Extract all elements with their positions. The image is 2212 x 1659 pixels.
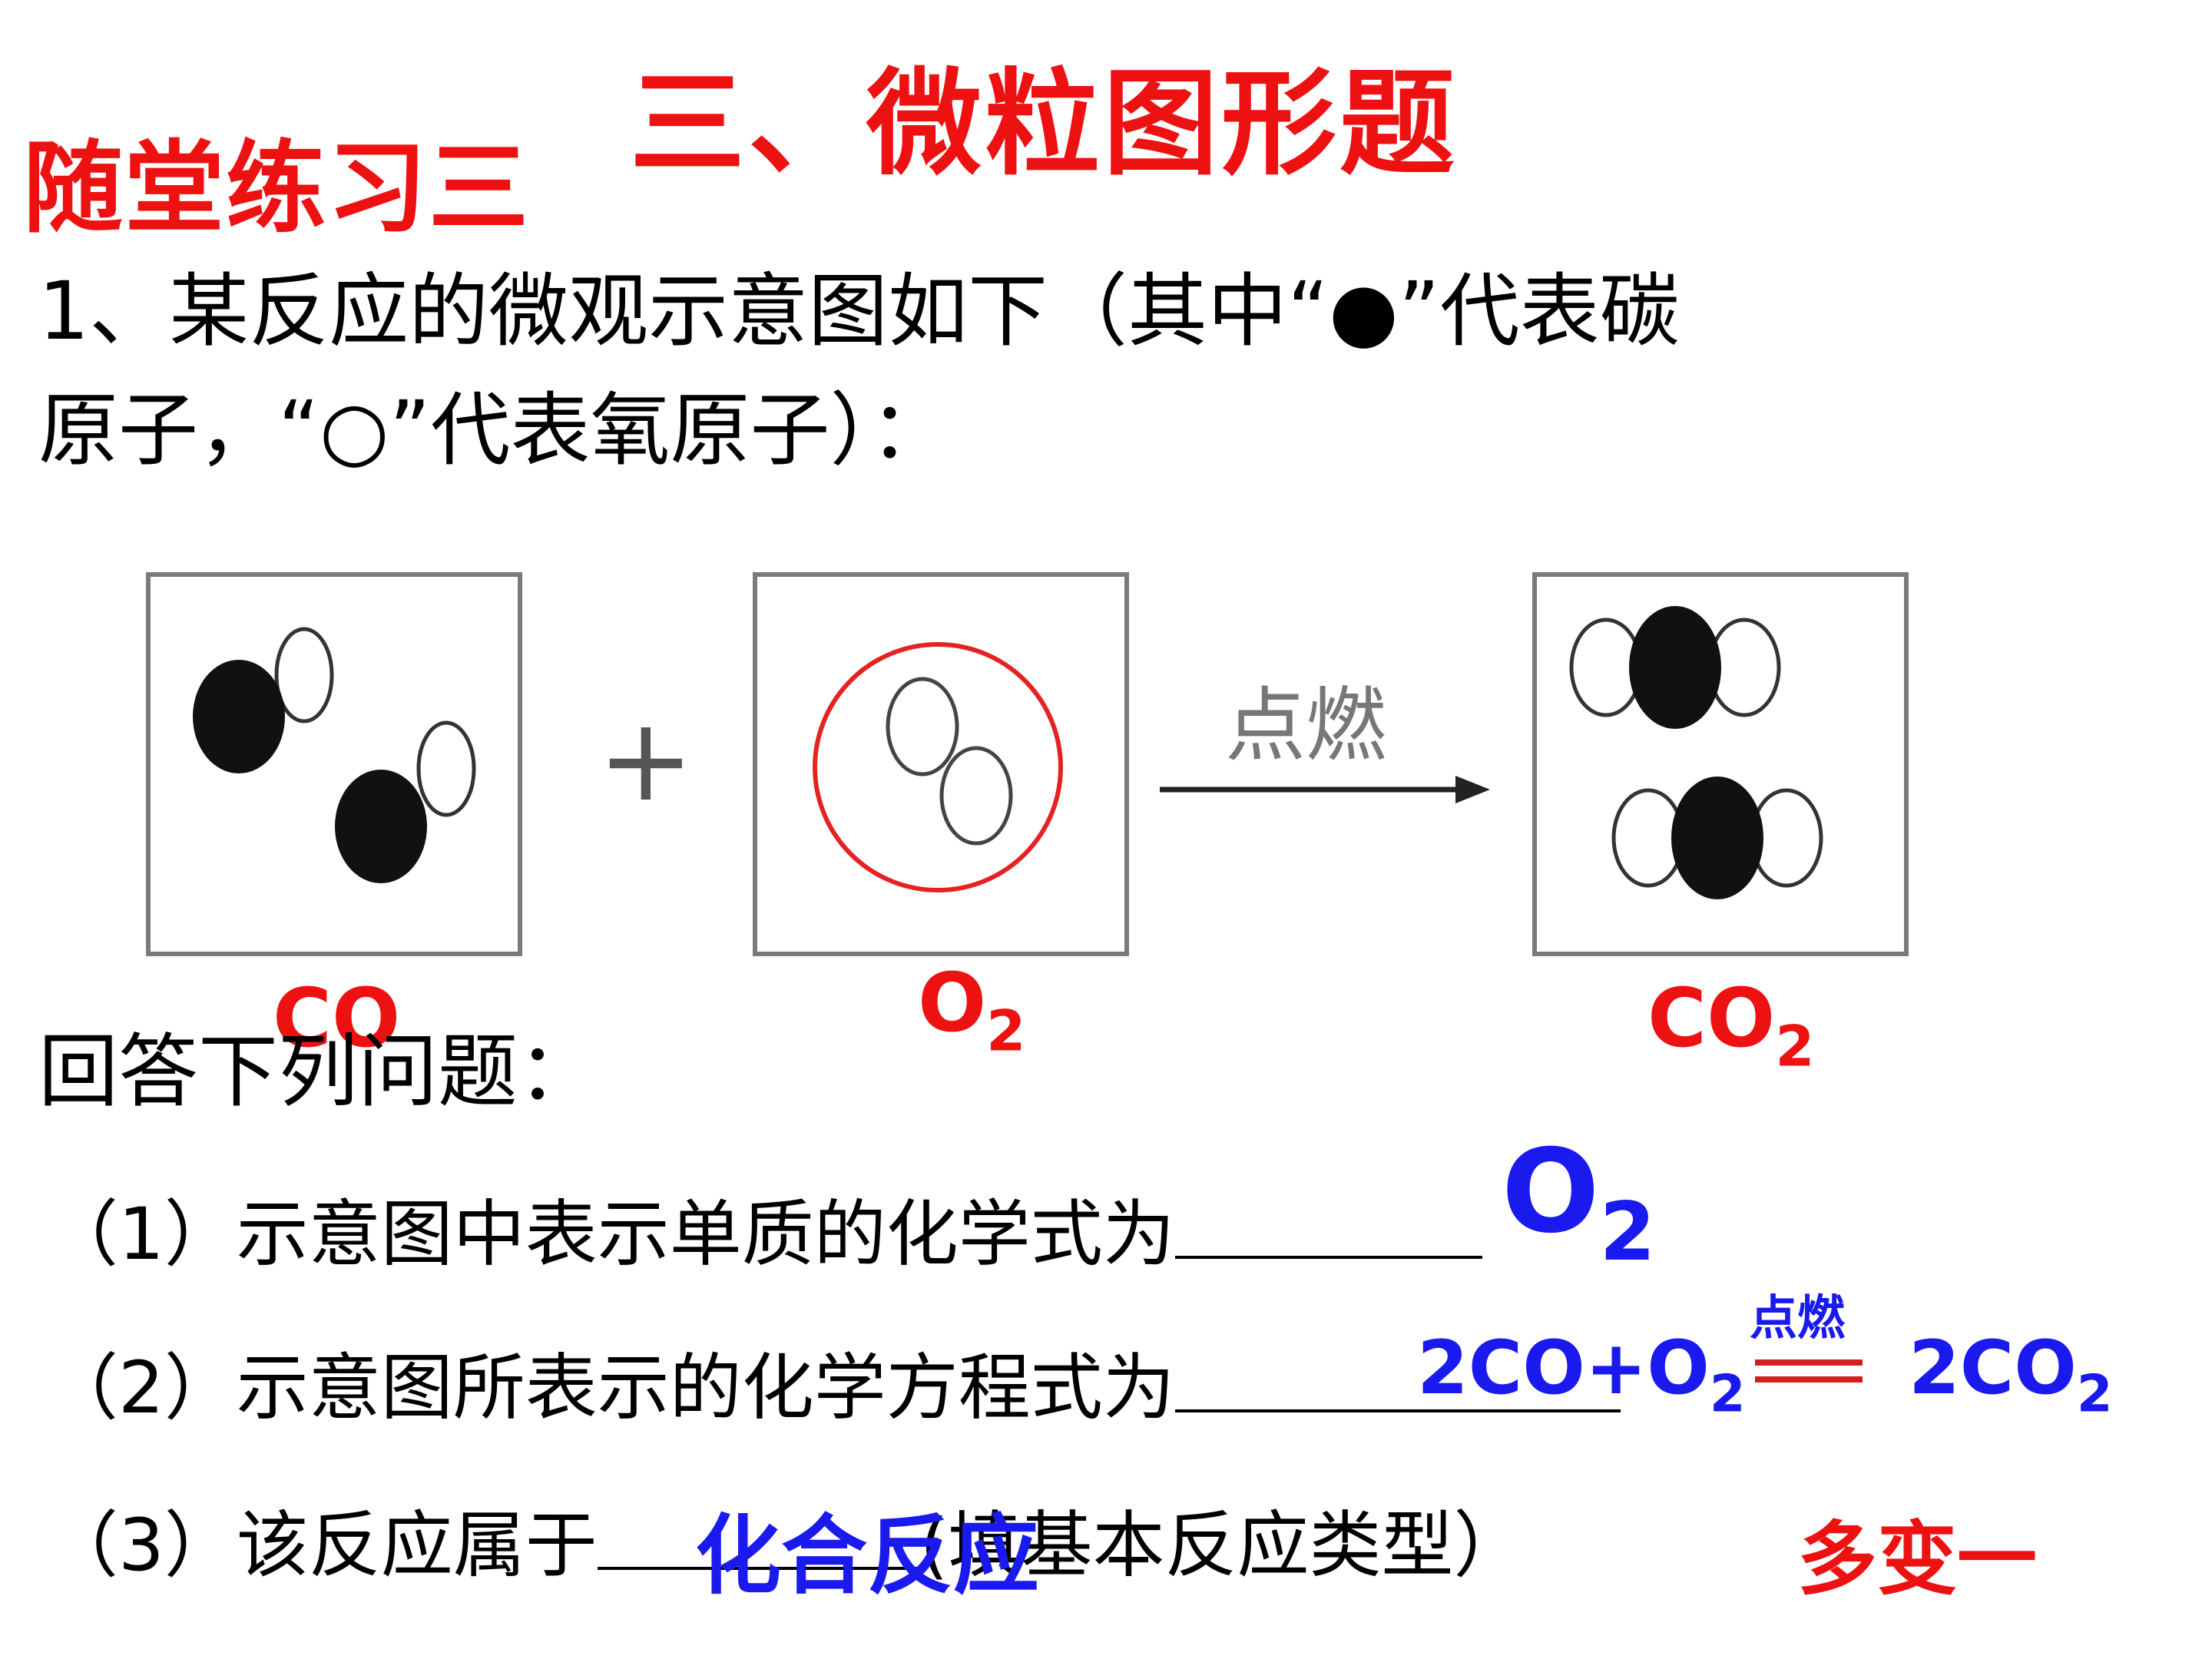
item-3-answer: 化合反应 [695,1506,1039,1606]
reactant-co-panel [146,572,522,956]
item-2-prefix: （2）示意图所表示的化学方程式为 [46,1346,1175,1430]
product-co2-panel [1532,572,1909,956]
section-title: 随堂练习三 [23,130,531,247]
main-title: 三、微粒图形题 [630,58,1459,191]
answers-intro: 回答下列问题： [38,1025,598,1118]
item-3-prefix: （3）该反应属于 [46,1504,598,1588]
equation-right: 2CO2 [1909,1325,2113,1424]
item-3-blank [597,1498,920,1570]
item-1-prefix: （1）示意图中表示单质的化学式为 [46,1193,1175,1277]
reaction-condition: 点燃 [1225,679,1387,773]
item-1: （1）示意图中表示单质的化学式为 [46,1187,1482,1281]
o2-molecule-graphic [813,642,1063,892]
item-2: （2）示意图所表示的化学方程式为 [46,1340,1621,1435]
label-o2: O2 [918,956,1026,1065]
reaction-arrow [1160,776,1490,803]
equation-equals-sign [1755,1359,1863,1382]
label-co2: CO2 [1647,972,1815,1080]
item-3-suffix: (填基本反应类型） [919,1504,1526,1588]
co2-molecules-graphic [1569,606,1823,899]
question-line-1: 1、某反应的微观示意图如下（其中“●”代表碳 [38,264,1680,358]
item-1-blank [1174,1187,1482,1259]
item-2-blank [1174,1340,1621,1412]
highlight-circle [813,642,1063,892]
plus-sign: + [598,694,694,827]
item-1-answer: O2 [1502,1125,1656,1279]
question-line-2: 原子，“○”代表氧原子）： [38,383,950,477]
equation-condition: 点燃 [1750,1290,1846,1346]
label-co: CO [273,972,401,1065]
co-molecules-graphic [193,627,476,883]
reactant-o2-panel [753,572,1129,956]
item-3: （3）该反应属于 (填基本反应类型） [46,1498,1526,1592]
equation-left: 2CO+O2 [1417,1325,1746,1424]
item-3-note: 多变一 [1797,1512,2038,1606]
